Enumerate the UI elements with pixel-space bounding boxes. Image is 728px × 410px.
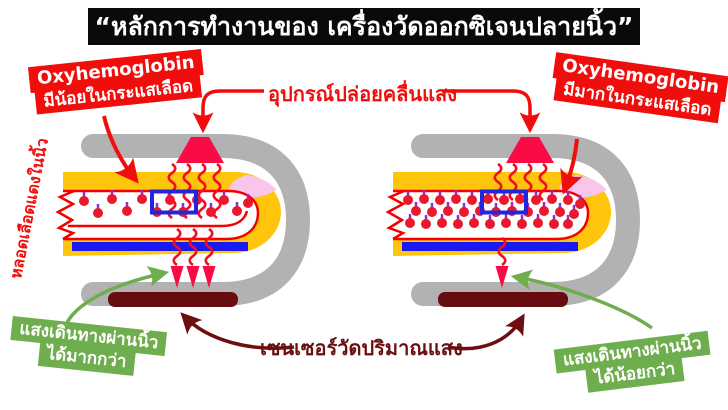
- light-emitter: [176, 137, 224, 163]
- arrow-sensor-label-left: [180, 312, 295, 350]
- vein-bar: [402, 242, 578, 251]
- page-title: “หลักการทำงานของ เครื่องวัดออกซิเจนปลายน…: [88, 8, 640, 45]
- label-light-sensor: เซนเซอร์วัดปริมาณแสง: [260, 336, 463, 360]
- arrow-sensor-label-right: [447, 313, 525, 351]
- arrow-left-oxy-to-artery: [102, 115, 139, 184]
- arrow-light-less: [510, 269, 654, 330]
- connector-arrows: [62, 89, 654, 351]
- artery-return-fold: [68, 210, 249, 228]
- light-sensor-bar: [108, 292, 238, 307]
- highlight-box: [480, 189, 528, 215]
- label-light-emitter: อุปกรณ์ปล่อยคลื่นแสง: [268, 82, 457, 106]
- arrow-emitter-label-right: [442, 89, 541, 134]
- arrow-emitter-label-left: [192, 89, 264, 134]
- light-emitter: [506, 137, 554, 163]
- high-oxyhemoglobin-diagram: [385, 134, 641, 307]
- arrow-right-oxy-to-artery: [560, 138, 583, 195]
- artery-cut-end: [385, 189, 406, 241]
- probe-clamp: [411, 134, 641, 306]
- artery-cut-end: [55, 189, 76, 241]
- blood-cells: [403, 190, 585, 229]
- transmitted-light-waves: [170, 227, 216, 288]
- highlight-box: [150, 189, 198, 215]
- vein-bar: [72, 242, 248, 251]
- transmitted-light-waves: [495, 236, 509, 288]
- incident-light-waves: [167, 162, 222, 220]
- probe-clamp: [81, 134, 311, 306]
- light-sensor-bar: [438, 292, 568, 307]
- low-oxyhemoglobin-diagram: [55, 134, 311, 307]
